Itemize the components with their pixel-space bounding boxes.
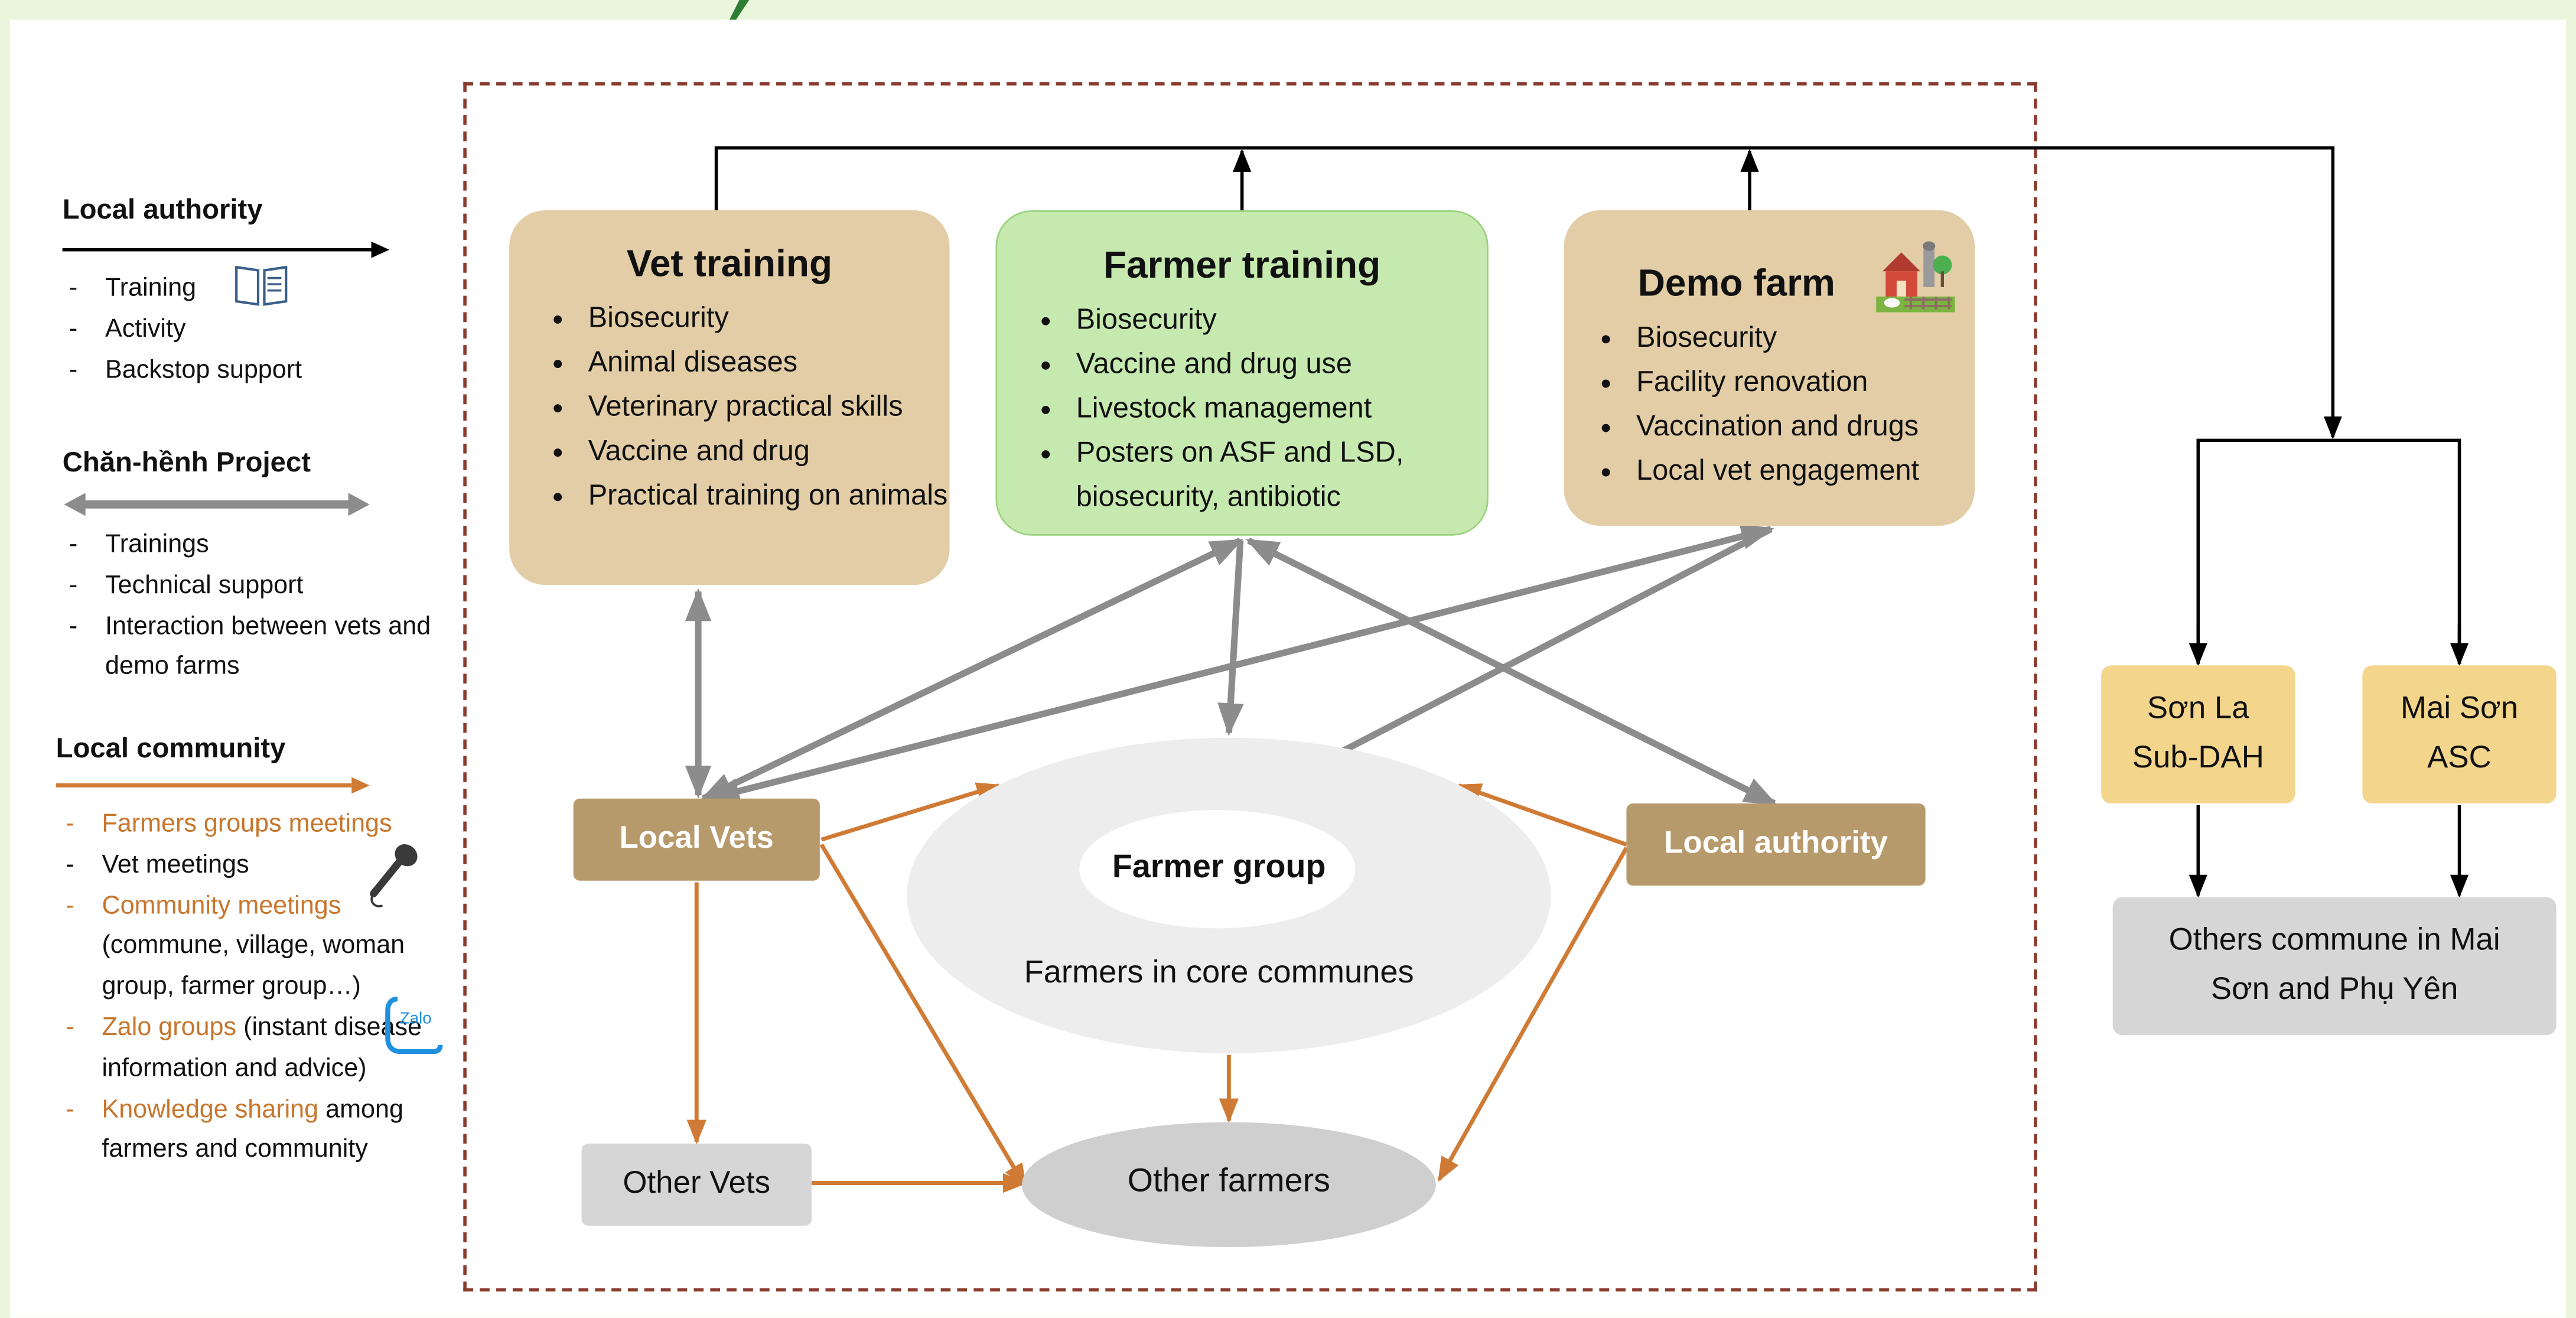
legend-highlight: Farmers groups meetings: [102, 810, 392, 838]
legend-community-item: Vet meetings: [53, 844, 434, 907]
legend-highlight: Knowledge sharing: [102, 1095, 319, 1124]
vet-training-item: Animal diseases: [582, 340, 950, 385]
farmer-group-label: Farmer group: [1112, 849, 1326, 886]
legend-project-list: Trainings Technical support Interaction …: [56, 526, 458, 689]
legend-project-title: Chăn-hềnh Project: [62, 447, 311, 479]
authority-branch: [2196, 438, 2461, 664]
vet-training-item: Practical training on animals: [582, 473, 950, 518]
vet-training-item: Vaccine and drug: [582, 429, 950, 473]
other-farmers-label: Other farmers: [1127, 1163, 1330, 1200]
zalo-icon: Zalo: [385, 996, 443, 1055]
legend-item-text: Training: [105, 274, 197, 302]
farmer-training-list: Biosecurity Vaccine and drug use Livesto…: [997, 297, 1487, 519]
legend-project-arrow: [64, 493, 370, 516]
demo-farm-box: Demo farm Biosecurity Facility renovatio…: [1564, 210, 1975, 526]
zalo-logo-text: Zalo: [400, 1009, 432, 1027]
demo-farm-title: Demo farm: [1564, 259, 1975, 305]
demo-farm-list: Biosecurity Facility renovation Vaccinat…: [1564, 315, 1975, 493]
mai-son-node: Mai Sơn ASC: [2362, 665, 2557, 804]
legend-authority-title: Local authority: [62, 194, 263, 226]
local-authority-node: Local authority: [1626, 803, 1926, 886]
project-farmer-training-local-authority: [1245, 538, 1777, 807]
core-communes-label: Farmers in core communes: [1024, 954, 1414, 991]
core-communes-frame: [463, 82, 2037, 1292]
legend-project-item: Technical support: [56, 567, 458, 607]
son-la-node: Sơn La Sub-DAH: [2101, 665, 2295, 804]
legend-item-text: (instant disease information and advice): [102, 1013, 422, 1083]
farmer-training-item: Livestock management: [1070, 386, 1487, 431]
demo-farm-item: Facility renovation: [1630, 360, 1975, 404]
community-vets-to-farmers: [820, 782, 1001, 842]
vet-training-box: Vet training Biosecurity Animal diseases…: [509, 210, 950, 585]
vet-training-item: Veterinary practical skills: [582, 385, 950, 429]
legend-community-item: Community meetings (commune, village, wo…: [53, 887, 434, 1009]
farmer-training-title: Farmer training: [1103, 243, 1381, 286]
community-authority-to-farmers: [1456, 783, 1627, 847]
legend-community-item: Farmers groups meetings: [53, 805, 434, 846]
other-vets-node: Other Vets: [581, 1143, 812, 1226]
legend-community-title: Local community: [56, 733, 286, 764]
others-commune-node: Others commune in Mai Sơn and Phụ Yên: [2112, 897, 2557, 1036]
farmer-group-ellipse: [1079, 810, 1356, 929]
authority-trunk: [714, 146, 2342, 440]
legend-highlight: Zalo groups: [102, 1013, 237, 1042]
demo-farm-item: Local vet engagement: [1630, 448, 1975, 493]
community-authority-to-other-farmers: [1437, 847, 1629, 1182]
legend-item-text: (commune, village, woman group, farmer g…: [102, 932, 405, 1001]
legend-project-item: Trainings: [56, 526, 458, 567]
legend-project-item: Interaction between vets and demo farms: [56, 607, 458, 689]
legend-highlight: Community meetings: [102, 891, 341, 920]
legend-community-item: Zalo groups (instant disease information…: [53, 996, 443, 1091]
other-farmers-ellipse: [1021, 1122, 1436, 1247]
legend-authority-item: Activity: [56, 310, 458, 351]
legend-authority-list: Training Activity Backstop support: [56, 265, 458, 392]
farmer-training-box: Farmer training Biosecurity Vaccine and …: [995, 210, 1489, 536]
legend-community-arrow: [56, 777, 370, 794]
farm-icon: [1876, 241, 1955, 313]
vet-training-list: Biosecurity Animal diseases Veterinary p…: [509, 296, 949, 518]
legend-authority-arrow: [62, 241, 390, 258]
farmer-training-item: Posters on ASF and LSD, biosecurity, ant…: [1070, 431, 1487, 519]
legend-authority-item: Backstop support: [56, 351, 458, 392]
demo-farm-item: Vaccination and drugs: [1630, 404, 1975, 448]
vet-training-item: Biosecurity: [582, 296, 950, 340]
legend-item-text: among farmers and community: [102, 1095, 403, 1164]
book-icon: [235, 265, 288, 306]
local-vets-node: Local Vets: [573, 798, 820, 881]
community-vets-to-other-farmers: [819, 843, 1027, 1189]
legend-community-list: Farmers groups meetings Vet meetings Com…: [53, 805, 443, 1172]
vet-training-title: Vet training: [626, 241, 833, 285]
farmer-training-item: Vaccine and drug use: [1070, 342, 1487, 386]
farmer-training-item: Biosecurity: [1070, 297, 1487, 341]
legend-community-item: Knowledge sharing among farmers and comm…: [53, 1091, 434, 1172]
demo-farm-title-text: Demo farm: [1637, 261, 1835, 304]
top-cropped-glyph: [729, 0, 750, 20]
demo-farm-item: Biosecurity: [1630, 315, 1975, 360]
legend-item-text: Vet meetings: [102, 851, 249, 879]
legend-authority-item: Training: [56, 265, 458, 310]
project-farmer-training-farmer-group: [1217, 540, 1244, 736]
